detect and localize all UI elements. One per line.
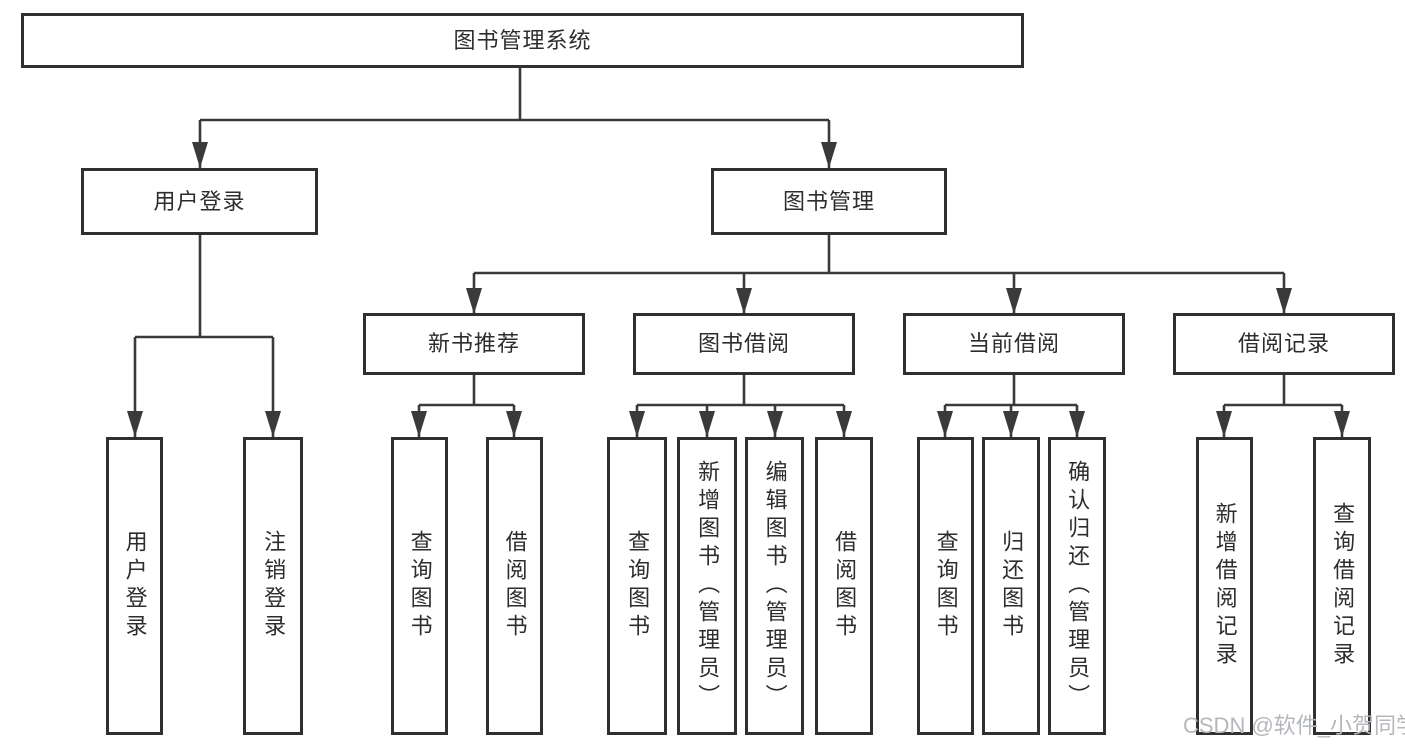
node-label: 图书管理系统 (453, 27, 592, 53)
node-label: 图书管理 (782, 188, 875, 214)
node-label: 查询图书 (407, 530, 433, 642)
connector-line (135, 68, 1342, 407)
node-current-borrowing: 当前借阅 (903, 313, 1125, 375)
leaf-add-books-admin: 新增图书（管理员） (677, 437, 737, 735)
node-label: 借阅图书 (832, 530, 858, 642)
leaf-query-books-current: 查询图书 (917, 437, 974, 735)
leaf-query-books-borrowing: 查询图书 (607, 437, 667, 735)
leaf-query-books-recommend: 查询图书 (391, 437, 448, 735)
node-label: 确认归还（管理员） (1065, 460, 1091, 712)
node-label: 图书借阅 (697, 331, 790, 357)
node-label: 编辑图书（管理员） (762, 460, 788, 712)
node-user-login: 用户登录 (81, 168, 318, 235)
node-label: 当前借阅 (967, 331, 1060, 357)
node-label: 借阅图书 (502, 530, 528, 642)
node-book-management: 图书管理 (711, 168, 947, 235)
node-label: 查询图书 (625, 530, 651, 642)
node-label: 注销登录 (261, 530, 287, 642)
leaf-confirm-return-admin: 确认归还（管理员） (1048, 437, 1106, 735)
node-label: 查询图书 (933, 530, 959, 642)
node-label: 新增借阅记录 (1212, 502, 1238, 670)
node-library-management-system: 图书管理系统 (21, 13, 1024, 68)
node-label: 借阅记录 (1237, 331, 1330, 357)
csdn-watermark: CSDN @软件_小贺同学 (1183, 713, 1405, 738)
node-label: 查询借阅记录 (1330, 502, 1356, 670)
leaf-query-borrow-record: 查询借阅记录 (1313, 437, 1371, 735)
node-book-borrowing: 图书借阅 (633, 313, 855, 375)
node-label: 新书推荐 (427, 331, 520, 357)
node-label: 用户登录 (122, 530, 148, 642)
node-new-book-recommendation: 新书推荐 (363, 313, 585, 375)
leaf-add-borrow-record: 新增借阅记录 (1196, 437, 1253, 735)
node-label: 用户登录 (153, 188, 246, 214)
node-label: 归还图书 (999, 530, 1025, 642)
node-label: 新增图书（管理员） (695, 460, 721, 712)
leaf-user-login: 用户登录 (106, 437, 163, 735)
leaf-return-books: 归还图书 (982, 437, 1040, 735)
leaf-borrow-books: 借阅图书 (815, 437, 873, 735)
leaf-edit-books-admin: 编辑图书（管理员） (745, 437, 804, 735)
leaf-logout: 注销登录 (243, 437, 303, 735)
leaf-borrow-books-recommend: 借阅图书 (486, 437, 543, 735)
node-borrowing-records: 借阅记录 (1173, 313, 1395, 375)
